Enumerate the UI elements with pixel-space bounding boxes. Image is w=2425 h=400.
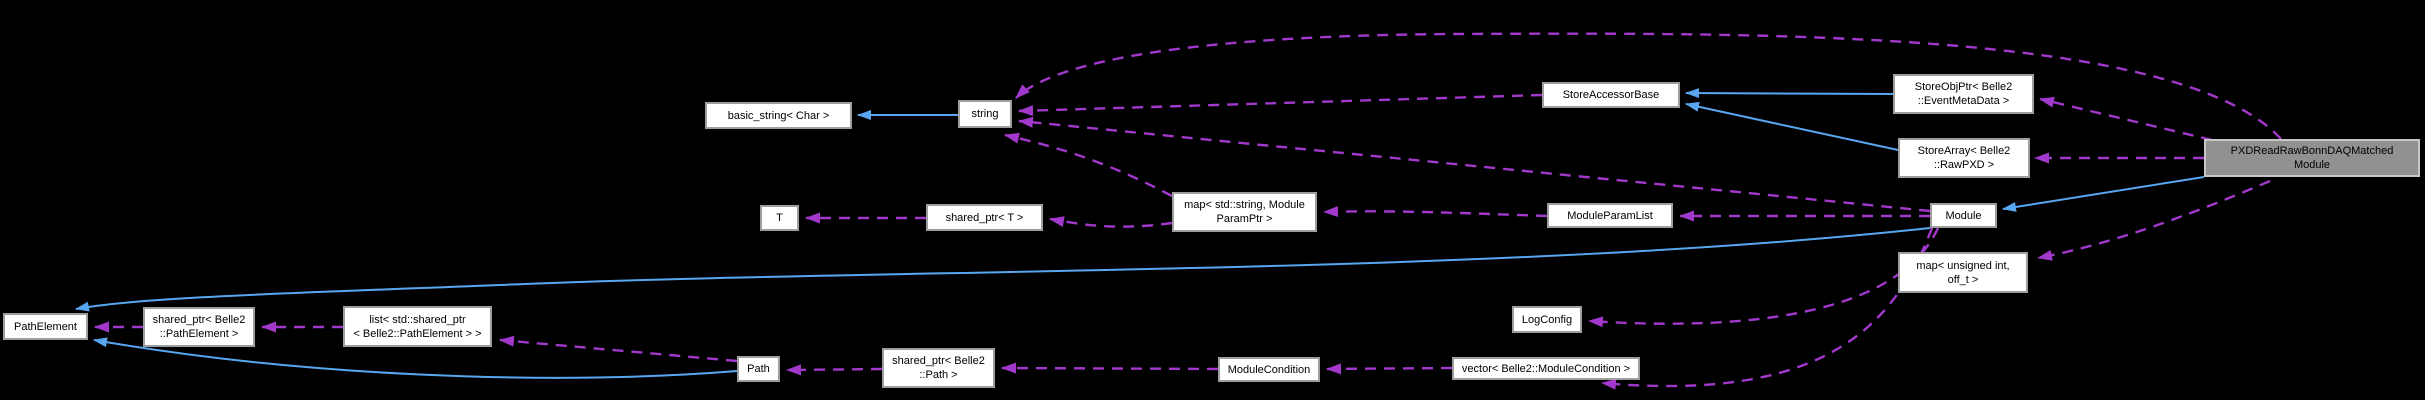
node-basic-string[interactable]: basic_string< Char > — [705, 102, 852, 129]
edge-sharedptrpath-to-path — [786, 364, 883, 376]
node-shared-ptr-t[interactable]: shared_ptr< T > — [926, 204, 1043, 231]
edge-module-to-vector — [1601, 227, 1934, 390]
node-shared-ptr-path[interactable]: shared_ptr< Belle2 ::Path > — [882, 348, 995, 388]
edge-module-to-logconfig — [1588, 227, 1940, 328]
node-store-accessor-base[interactable]: StoreAccessorBase — [1542, 82, 1680, 108]
node-module-param-list[interactable]: ModuleParamList — [1547, 203, 1673, 228]
edge-path-to-pathelement — [93, 337, 738, 379]
edge-module-to-pathelement — [75, 227, 1931, 312]
edge-mainmodule-to-storeobjptr — [2039, 96, 2213, 142]
edge-storearray-to-storeaccessorbase — [1685, 101, 1899, 151]
node-module-condition[interactable]: ModuleCondition — [1218, 357, 1320, 382]
node-vector-modulecondition[interactable]: vector< Belle2::ModuleCondition > — [1452, 357, 1640, 380]
edge-mainmodule-to-string — [1015, 32, 2282, 140]
node-log-config[interactable]: LogConfig — [1512, 306, 1582, 333]
node-module[interactable]: Module — [1930, 203, 1997, 228]
edge-vector-to-modulecondition — [1326, 363, 1453, 375]
edge-mainmodule-to-module — [2002, 176, 2205, 212]
node-path[interactable]: Path — [737, 356, 780, 382]
edge-storeaccessorbase-to-string — [1018, 93, 1543, 117]
edge-mapstring-to-sharedptrt — [1049, 216, 1173, 228]
node-map-unsigned-int-off-t[interactable]: map< unsigned int, off_t > — [1898, 252, 2028, 293]
node-store-array[interactable]: StoreArray< Belle2 ::RawPXD > — [1898, 138, 2030, 178]
edge-mainmodule-to-mapunsigned — [2037, 179, 2271, 261]
node-pxd-read-raw-bonn-daq-matched-module[interactable]: PXDReadRawBonnDAQMatched Module — [2204, 139, 2420, 177]
edge-module-to-string — [1018, 116, 1931, 213]
node-list-shared-ptr-pathelement[interactable]: list< std::shared_ptr < Belle2::PathElem… — [343, 306, 492, 347]
node-store-obj-ptr[interactable]: StoreObjPtr< Belle2 ::EventMetaData > — [1893, 74, 2034, 114]
node-path-element[interactable]: PathElement — [3, 313, 88, 340]
edge-mapstring-to-string — [1004, 132, 1173, 198]
edge-storeobjptr-to-storeaccessorbase — [1685, 88, 1894, 99]
node-map-string-moduleparamptr[interactable]: map< std::string, Module ParamPtr > — [1172, 192, 1317, 232]
node-t[interactable]: T — [760, 205, 799, 231]
node-shared-ptr-pathelement[interactable]: shared_ptr< Belle2 ::PathElement > — [143, 307, 255, 347]
node-string[interactable]: string — [958, 100, 1012, 128]
edge-modulecondition-to-sharedptrpath — [1001, 362, 1219, 374]
edge-path-to-list — [499, 335, 738, 363]
edge-moduleparamlist-to-mapstring — [1323, 206, 1548, 218]
